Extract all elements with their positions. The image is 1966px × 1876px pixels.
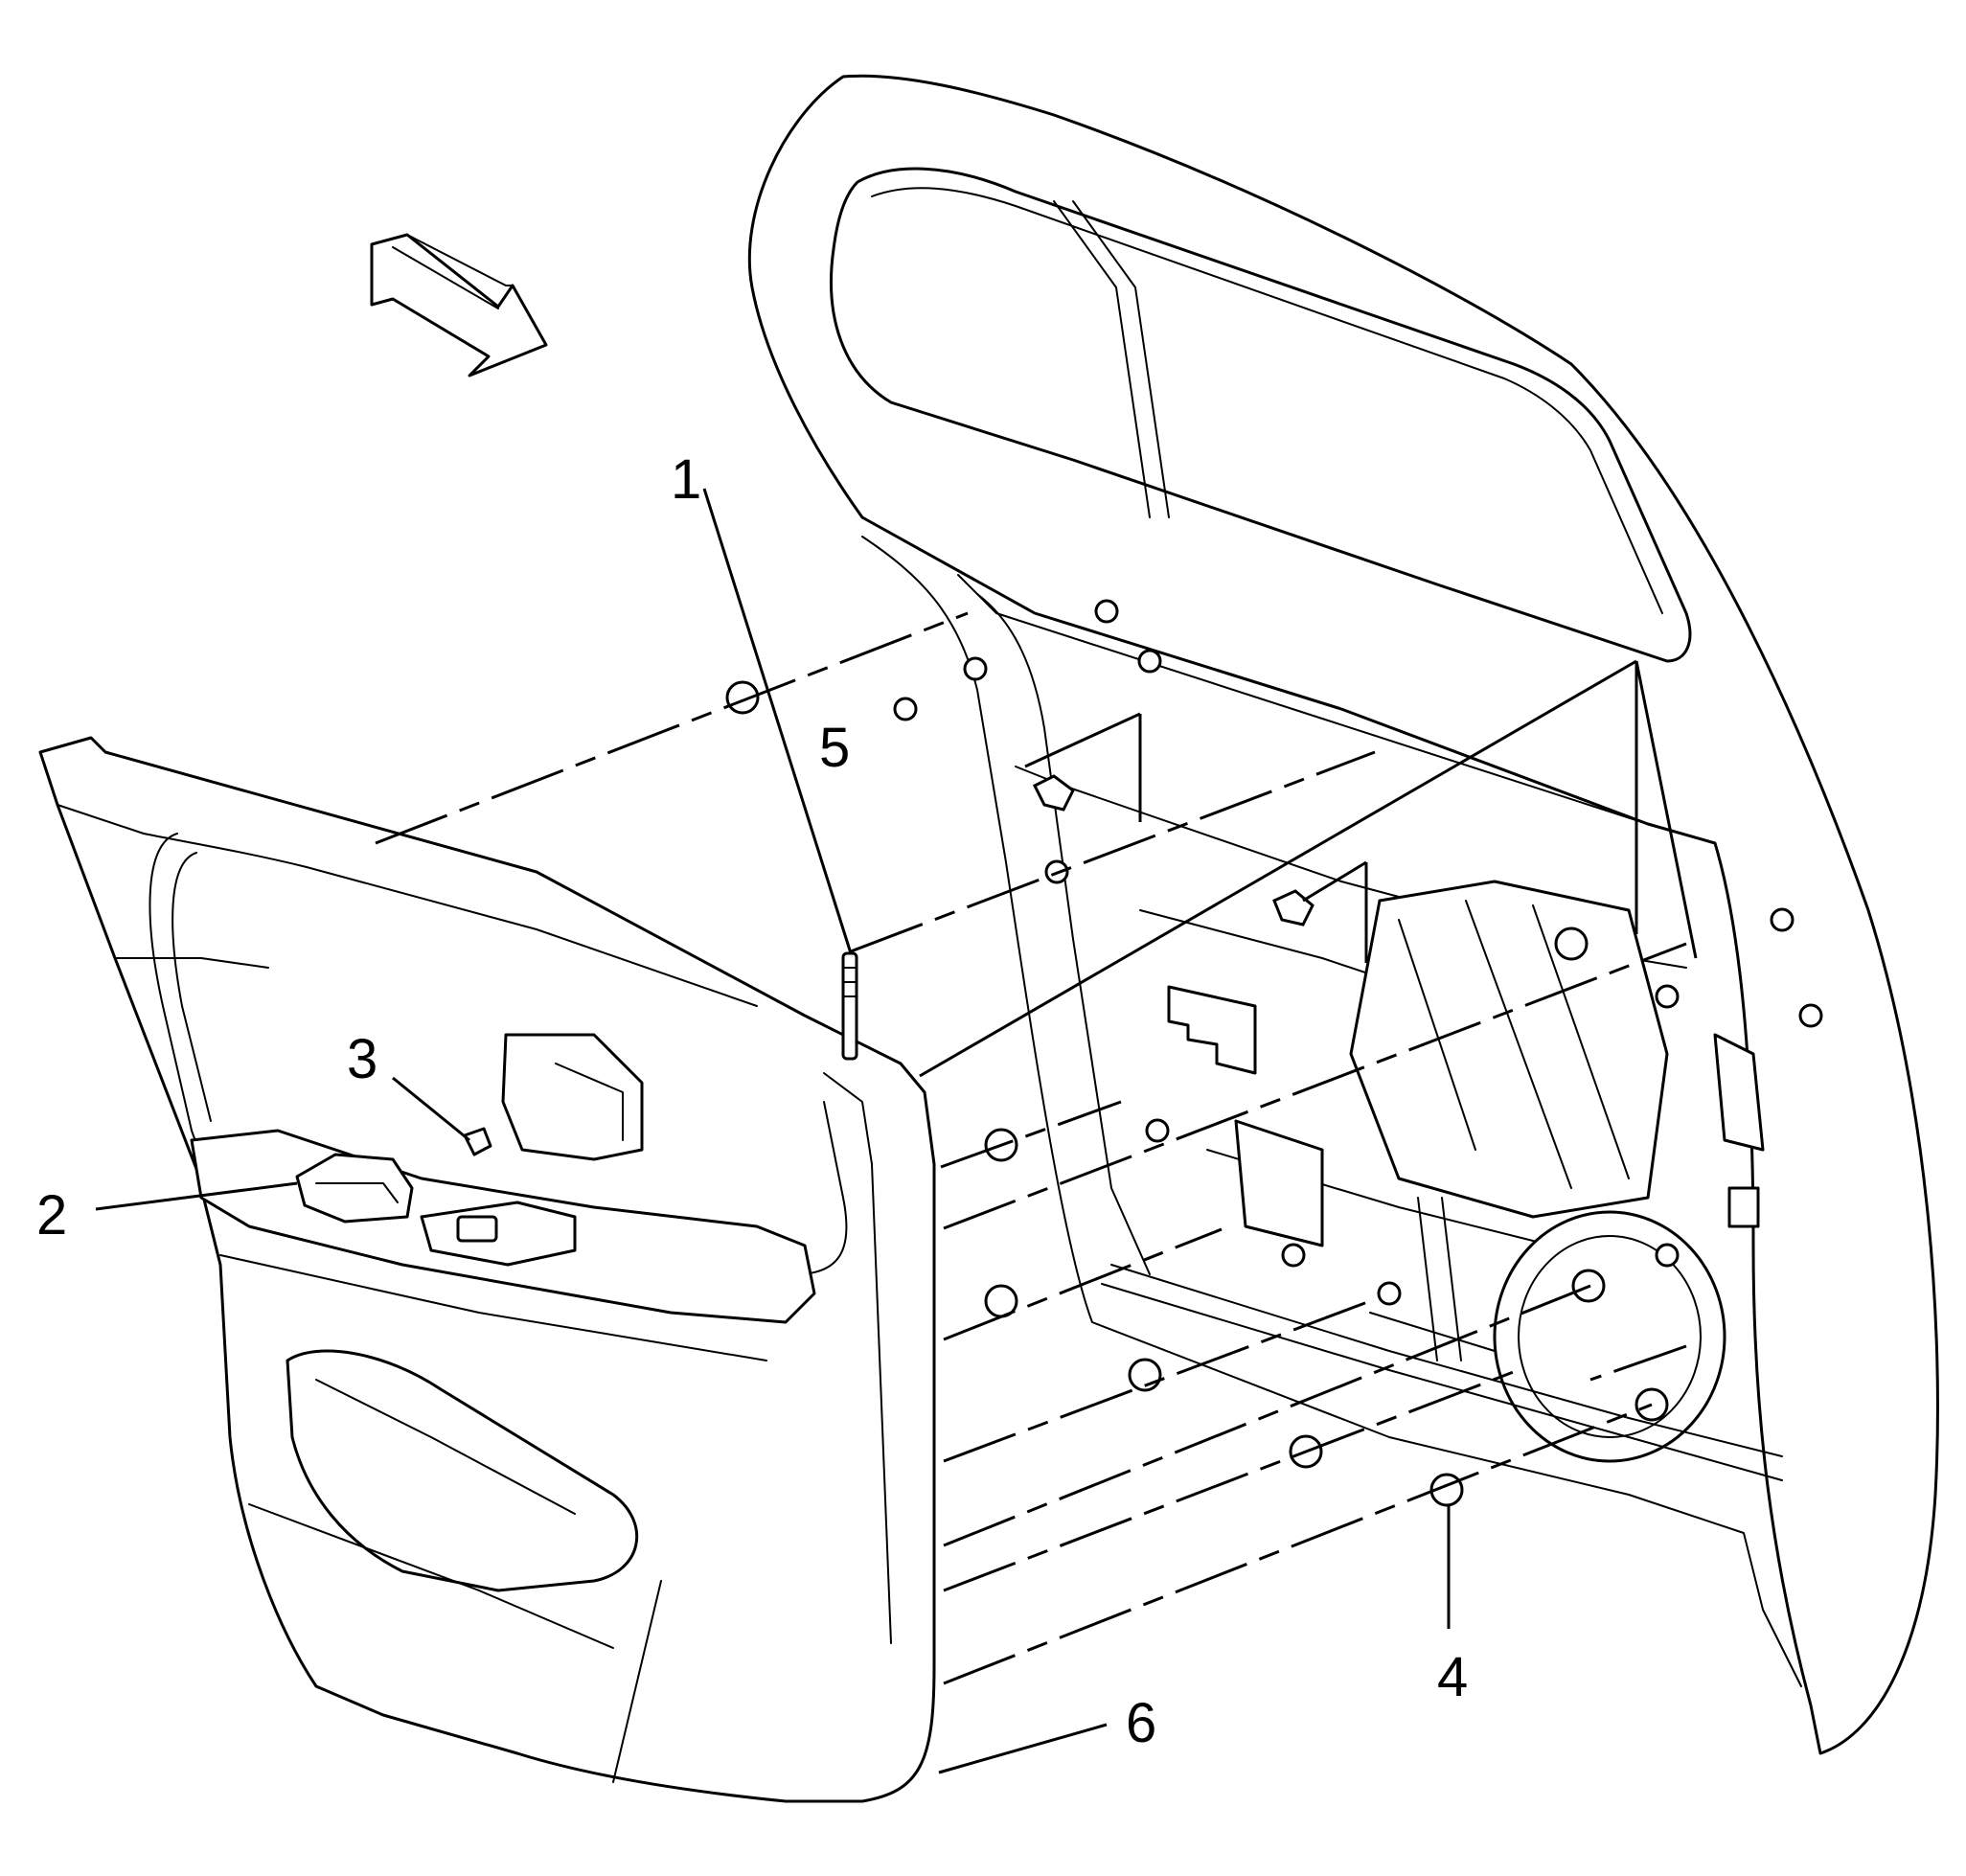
- frame-mounting-holes: [893, 599, 1823, 1306]
- leader-2: [95, 1181, 298, 1211]
- leader-6a: [919, 659, 1637, 1078]
- screw: [463, 1127, 492, 1156]
- door-frame: [747, 74, 1939, 1755]
- callout-4: 4: [1437, 1646, 1468, 1708]
- callout-2: 2: [36, 1184, 67, 1247]
- leader-1: [702, 488, 853, 954]
- view-direction-arrow-icon: [370, 233, 548, 377]
- callout-1: 1: [671, 448, 701, 511]
- leader-5c: [1302, 860, 1367, 903]
- leader-3: [392, 1076, 470, 1142]
- callout-6: 6: [1126, 1692, 1156, 1754]
- callout-labels: 1 2 3 4 5 6: [36, 448, 1468, 1754]
- door-trim-panel: [38, 736, 936, 1803]
- leader-5a: [1024, 712, 1141, 768]
- leader-6d: [938, 1723, 1108, 1774]
- leader-lines: [95, 488, 1698, 1774]
- callout-3: 3: [347, 1028, 377, 1090]
- leader-6c: [1635, 660, 1698, 959]
- inside-handle: [295, 1153, 414, 1224]
- callout-5: 5: [819, 717, 850, 779]
- retainer-clips: [1032, 774, 1314, 927]
- alignment-lines: [375, 611, 1687, 1685]
- trim-panel-fastener: [841, 951, 858, 1061]
